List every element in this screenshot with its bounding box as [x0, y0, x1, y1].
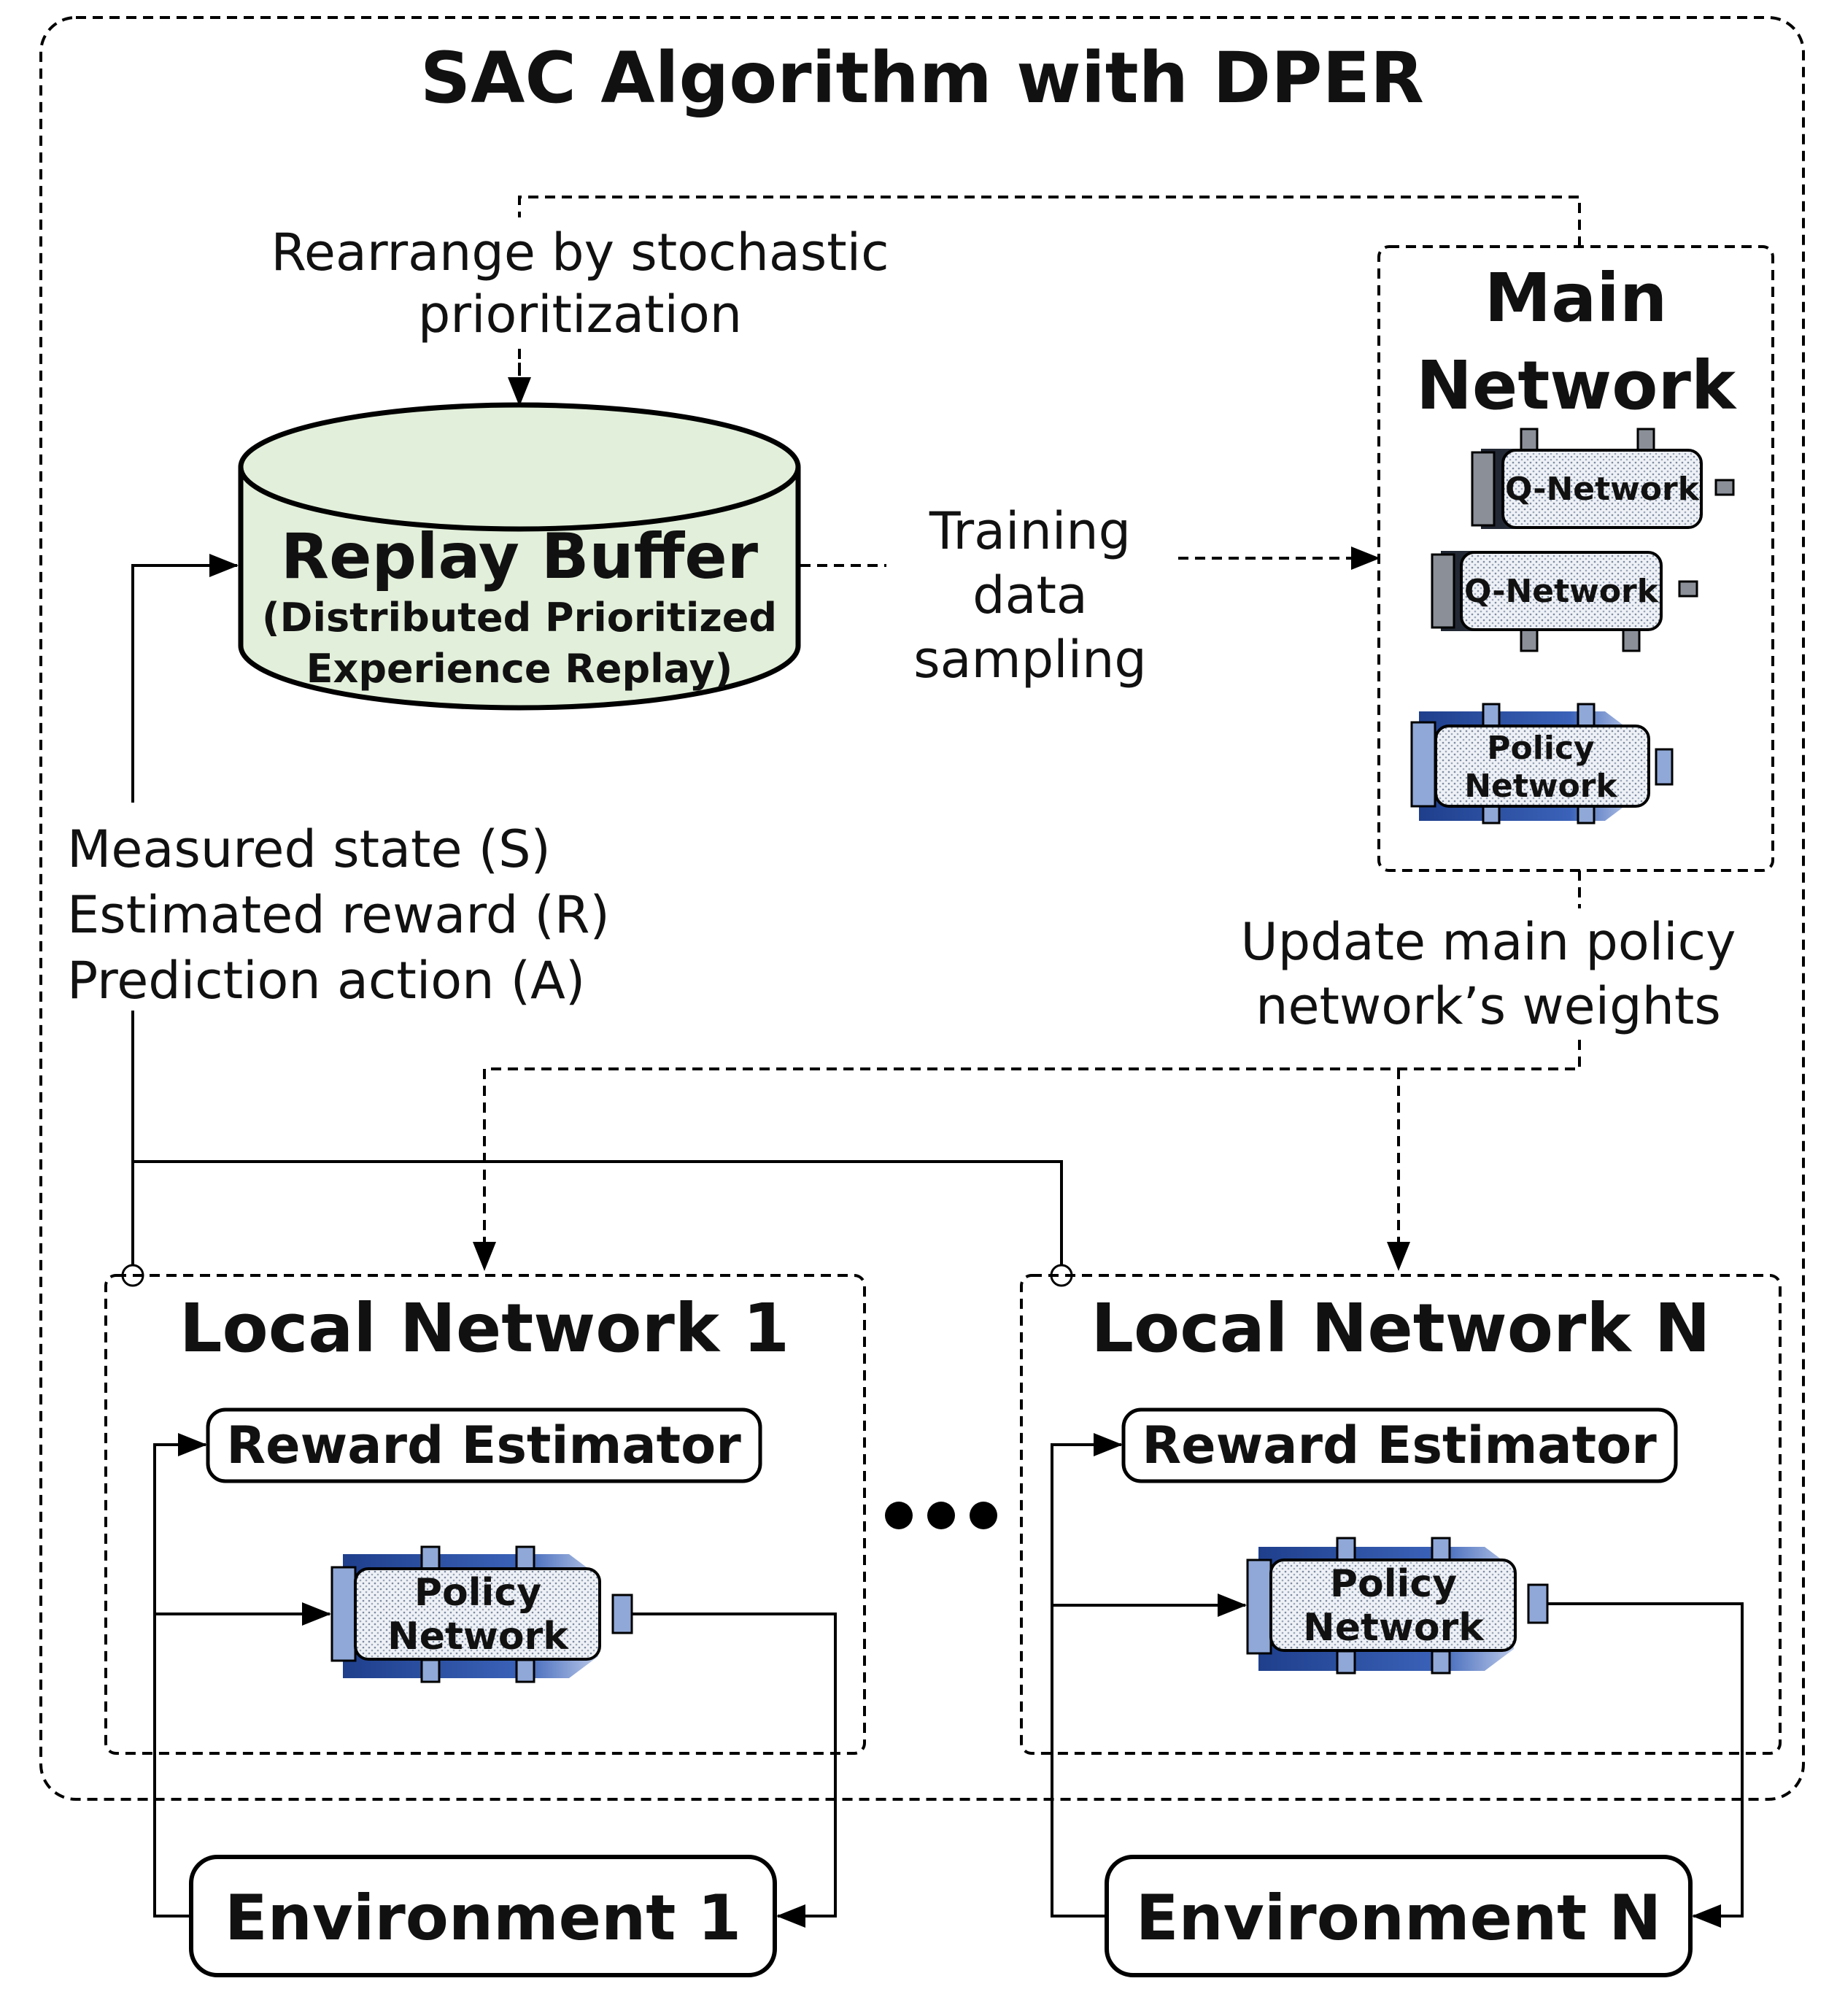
environment-n-label: Environment N	[1136, 1882, 1661, 1955]
reward-estimator-1-label: Reward Estimator	[226, 1416, 741, 1475]
q-network-1-label: Q-Network	[1505, 471, 1701, 508]
transition-label-line2: Estimated reward (R)	[67, 885, 610, 945]
training-label-line3: sampling	[913, 630, 1147, 690]
update-label-line1: Update main policy	[1241, 912, 1736, 972]
rearrange-label-line2: prioritization	[418, 285, 742, 344]
local-policy-1-line2: Network	[387, 1615, 569, 1658]
environment-1-label: Environment 1	[225, 1882, 741, 1955]
local-policy-network-1: Policy Network	[330, 1545, 633, 1683]
local-policy-1-line1: Policy	[414, 1571, 541, 1615]
q-network-2-label: Q-Network	[1464, 573, 1660, 610]
local-policy-n-line1: Policy	[1330, 1562, 1457, 1606]
transition-collector-line	[131, 1011, 1063, 1273]
transition-label-line3: Prediction action (A)	[67, 951, 585, 1011]
q-network-block-1: Q-Network	[1471, 428, 1735, 529]
replay-buffer: Replay Buffer (Distributed Prioritized E…	[238, 402, 801, 711]
replay-buffer-subtitle-line2: Experience Replay)	[306, 646, 733, 692]
diagram-title: SAC Algorithm with DPER	[420, 37, 1424, 119]
env-1-to-reward	[153, 1433, 207, 1917]
main-policy-network-block: Policy Network	[1410, 703, 1674, 824]
main-network-title-line2: Network	[1416, 347, 1737, 425]
replay-buffer-title: Replay Buffer	[281, 520, 759, 593]
local-network-1-box	[104, 1274, 866, 1755]
main-network-box	[1377, 245, 1774, 872]
policy-1-to-env	[632, 1613, 837, 1928]
reward-estimator-1	[206, 1407, 762, 1483]
transition-arrow	[131, 554, 239, 803]
local-policy-n-line2: Network	[1303, 1606, 1485, 1650]
env-n-to-reward	[1051, 1433, 1123, 1917]
transition-label-line1: Measured state (S)	[67, 819, 551, 879]
reward-estimator-n-label: Reward Estimator	[1142, 1416, 1657, 1475]
training-label-line2: data	[972, 565, 1088, 625]
local-network-n-title: Local Network N	[1091, 1289, 1710, 1367]
update-label-line2: network’s weights	[1256, 976, 1721, 1036]
local-network-1-title: Local Network 1	[179, 1289, 789, 1367]
q-network-block-2: Q-Network	[1431, 551, 1698, 652]
local-policy-network-n: Policy Network	[1246, 1537, 1549, 1675]
main-policy-line2: Network	[1464, 768, 1618, 805]
replay-buffer-subtitle-line1: (Distributed Prioritized	[262, 595, 777, 641]
local-network-n-box	[1020, 1274, 1782, 1755]
policy-n-to-env	[1547, 1602, 1744, 1928]
main-policy-line1: Policy	[1487, 730, 1594, 767]
outer-frame	[39, 16, 1805, 1801]
reward-estimator-n	[1121, 1407, 1678, 1483]
update-weights-arrow	[473, 1040, 1581, 1271]
ellipsis-dots	[885, 1502, 997, 1529]
training-label-line1: Training	[929, 501, 1131, 561]
rearrange-label-line1: Rearrange by stochastic	[271, 223, 889, 282]
main-network-title-line1: Main	[1485, 259, 1668, 337]
